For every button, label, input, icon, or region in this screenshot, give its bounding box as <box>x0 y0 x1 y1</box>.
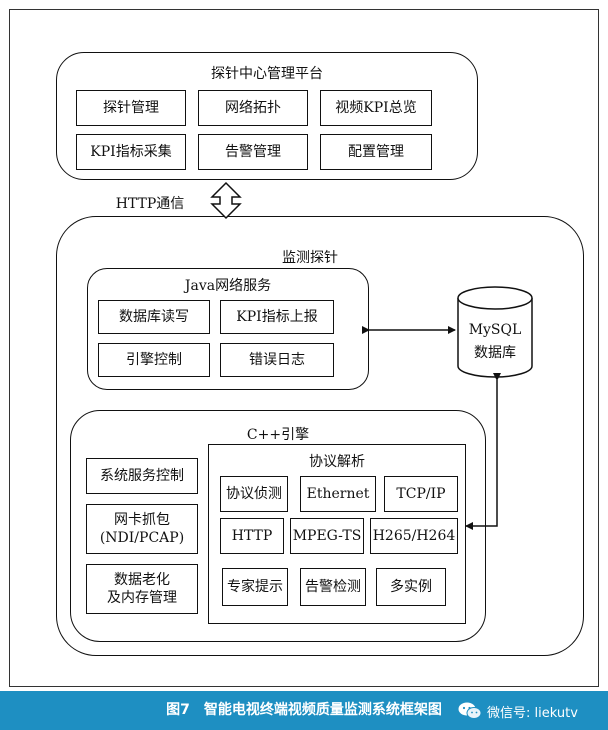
module-ethernet: Ethernet <box>300 476 376 512</box>
http-label: HTTP通信 <box>115 196 185 212</box>
module-db-read-write: 数据库读写 <box>98 300 210 334</box>
module-network-topology: 网络拓扑 <box>198 90 308 126</box>
module-system-service-control: 系统服务控制 <box>86 458 198 494</box>
module-mpeg-ts: MPEG-TS <box>290 518 364 554</box>
module-probe-management: 探针管理 <box>76 90 186 126</box>
mysql-label: MySQL <box>468 322 522 338</box>
database-label: 数据库 <box>474 345 516 361</box>
module-engine-control: 引擎控制 <box>98 343 210 377</box>
wechat-watermark: 微信号: liekutv <box>458 700 578 722</box>
module-protocol-detection: 协议侦测 <box>220 476 288 512</box>
module-data-aging-line1: 数据老化 <box>114 572 170 588</box>
figure-frame <box>9 9 599 687</box>
java-service-title: Java网络服务 <box>184 278 272 294</box>
platform-container <box>56 52 478 180</box>
mysql-protocol-link <box>465 373 501 530</box>
module-h265-h264: H265/H264 <box>370 518 458 554</box>
protocol-parsing-title: 协议解析 <box>309 454 365 470</box>
platform-title: 探针中心管理平台 <box>211 66 323 82</box>
wechat-id: 微信号: liekutv <box>487 705 578 721</box>
module-kpi-report: KPI指标上报 <box>220 300 334 334</box>
caption-banner: 图7 智能电视终端视频质量监测系统框架图 <box>0 691 608 730</box>
module-expert-tips: 专家提示 <box>222 568 288 606</box>
module-nic-capture: 网卡抓包 (NDI/PCAP) <box>86 504 198 554</box>
module-data-aging-line2: 及内存管理 <box>107 590 177 606</box>
module-tcp-ip: TCP/IP <box>384 476 458 512</box>
mysql-database-cylinder <box>457 286 533 378</box>
figure-caption: 图7 智能电视终端视频质量监测系统框架图 <box>166 702 442 718</box>
probe-container <box>56 216 584 656</box>
module-multi-instance: 多实例 <box>376 568 446 606</box>
module-http: HTTP <box>220 518 284 554</box>
module-nic-capture-line1: 网卡抓包 <box>114 512 170 528</box>
protocol-parsing-container <box>208 444 466 624</box>
probe-title: 监测探针 <box>282 250 338 266</box>
cpp-engine-title: C++引擎 <box>246 427 310 443</box>
module-config-management: 配置管理 <box>320 134 432 170</box>
module-nic-capture-line2: (NDI/PCAP) <box>99 530 185 546</box>
module-kpi-collection: KPI指标采集 <box>76 134 186 170</box>
wechat-icon <box>458 702 482 719</box>
module-alarm-management: 告警管理 <box>198 134 308 170</box>
http-double-arrow <box>210 181 242 220</box>
module-data-aging-memory: 数据老化 及内存管理 <box>86 564 198 614</box>
module-alarm-detection: 告警检测 <box>300 568 366 606</box>
module-video-kpi-overview: 视频KPI总览 <box>320 90 432 126</box>
module-error-log: 错误日志 <box>220 343 334 377</box>
